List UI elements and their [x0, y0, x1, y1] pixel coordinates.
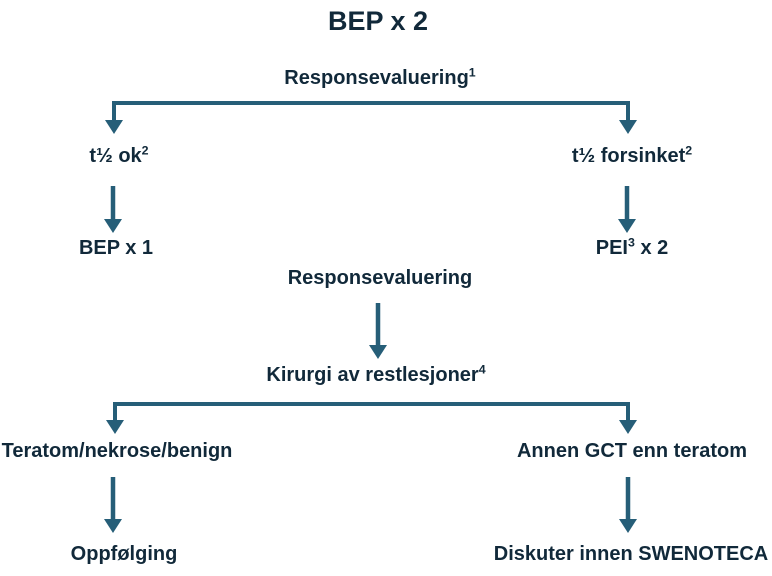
branch-connector-bottom	[113, 402, 630, 421]
node-title-bep-x2: BEP x 2	[328, 6, 428, 37]
node-label: Oppfølging	[70, 543, 178, 565]
arrow-down-icon	[619, 120, 637, 134]
footnote-ref: 3	[627, 235, 635, 250]
node-teratom-nekrose-benign: Teratom/nekrose/benign	[2, 440, 233, 463]
node-responsevaluering-1: Responsevaluering1	[284, 65, 476, 90]
node-annen-gct: Annen GCT enn teratom	[517, 440, 747, 463]
footnote-ref: 4	[478, 362, 486, 377]
arrow-down-icon	[104, 519, 122, 533]
arrow-down-icon	[106, 420, 124, 434]
arrow-down-icon	[619, 519, 637, 533]
branch-connector-top	[112, 101, 630, 121]
arrow-down-icon	[369, 345, 387, 359]
arrow-down-icon	[104, 219, 122, 233]
node-pei-x2: PEI3 x 2	[595, 235, 669, 260]
node-label: Kirurgi av restlesjoner	[266, 364, 479, 386]
node-label: Teratom/nekrose/benign	[1, 440, 233, 462]
node-kirurgi-restlesjoner: Kirurgi av restlesjoner4	[266, 362, 486, 387]
node-t-half-forsinket: t½ forsinket2	[571, 143, 693, 168]
arrow-down-icon	[105, 120, 123, 134]
node-label: Responsevaluering	[287, 267, 473, 289]
node-bep-x1: BEP x 1	[79, 237, 153, 260]
node-label: BEP x 1	[78, 237, 154, 259]
node-t-half-ok: t½ ok2	[89, 143, 149, 168]
node-label: PEI	[595, 237, 628, 259]
node-label: Diskuter innen SWENOTECA	[493, 543, 769, 565]
arrow-down-icon	[619, 420, 637, 434]
node-responsevaluering-2: Responsevaluering	[288, 267, 473, 290]
footnote-ref: 2	[685, 143, 693, 158]
node-label: t½ ok	[89, 145, 142, 167]
footnote-ref: 2	[141, 143, 149, 158]
arrow-down-icon	[618, 219, 636, 233]
node-label: BEP x 2	[327, 6, 429, 36]
footnote-ref: 1	[468, 65, 476, 80]
node-label-suffix: x 2	[634, 237, 669, 259]
node-diskuter-swenoteca: Diskuter innen SWENOTECA	[494, 543, 768, 566]
node-label: Responsevaluering	[284, 67, 469, 89]
node-oppfolging: Oppfølging	[71, 543, 178, 566]
node-label: Annen GCT enn teratom	[516, 440, 748, 462]
node-label: t½ forsinket	[571, 145, 686, 167]
